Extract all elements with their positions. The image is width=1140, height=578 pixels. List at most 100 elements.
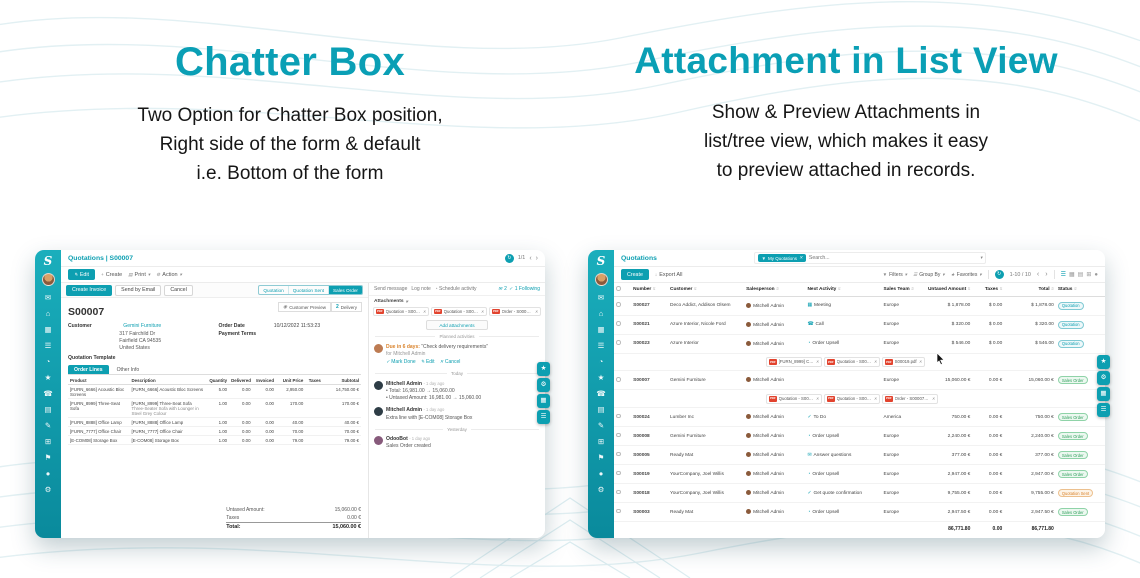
sidebar-settings-icon[interactable]: ⚙ xyxy=(597,485,605,494)
quotation-row[interactable]: S00007 Gemini Furniture Mitchell Admin E… xyxy=(614,370,1105,391)
create-button[interactable]: Create xyxy=(621,269,649,280)
create-invoice-button[interactable]: Create Invoice xyxy=(66,284,113,296)
col-description[interactable]: Description xyxy=(129,376,206,386)
col-header-total[interactable]: Total⇅ xyxy=(1004,283,1056,297)
sidebar-pivot-icon[interactable]: ⊞ xyxy=(597,437,605,446)
refresh-button[interactable]: ↻ xyxy=(994,270,1004,279)
quick-apps-button[interactable]: ▦ xyxy=(537,394,550,408)
order-line-row[interactable]: [FURN_8999] Three-Seat Sofa [FURN_8999] … xyxy=(68,398,361,419)
quick-settings-button[interactable]: ⚙ xyxy=(537,378,550,392)
quotation-row[interactable]: S00021 Azure Interior, Nicole Ford Mitch… xyxy=(614,315,1105,335)
sidebar-reports-icon[interactable]: ▤ xyxy=(44,405,52,414)
col-header-activity[interactable]: Next Activity⇅ xyxy=(805,283,882,297)
row-select-circle[interactable] xyxy=(616,432,621,438)
col-header-number[interactable]: Number⇅ xyxy=(631,283,668,297)
sidebar-home-icon[interactable]: ⌂ xyxy=(598,309,604,318)
sidebar-home-icon[interactable]: ⌂ xyxy=(45,309,51,318)
status-sales-order[interactable]: Sales Order xyxy=(327,286,362,294)
quotation-row[interactable]: S00027 Deco Addict, Addison Olsem Mitche… xyxy=(614,296,1105,316)
sidebar-reports-icon[interactable]: ▤ xyxy=(597,405,605,414)
user-avatar[interactable] xyxy=(594,273,608,286)
pager-prev-icon[interactable]: ‹ xyxy=(529,254,532,262)
row-select-circle[interactable] xyxy=(616,508,621,514)
group-by-menu[interactable]: ☰Group By▾ xyxy=(913,272,945,278)
close-icon[interactable]: ✕ xyxy=(873,359,877,365)
message-author[interactable]: OdooBot xyxy=(386,436,408,443)
close-icon[interactable]: ✕ xyxy=(873,396,877,402)
mark-done-button[interactable]: ✓ Mark Done xyxy=(386,359,416,366)
message-author[interactable]: Mitchell Admin xyxy=(386,380,423,387)
sidebar-activity-icon[interactable]: ◔ xyxy=(598,357,604,366)
row-select-circle[interactable] xyxy=(616,321,621,326)
log-note-button[interactable]: Log note xyxy=(411,286,431,292)
order-line-row[interactable]: [FURN_8888] Office Lamp [FURN_8888] Offi… xyxy=(68,417,361,428)
action-menu[interactable]: ⚙Action▾ xyxy=(156,272,182,278)
sidebar-pivot-icon[interactable]: ⊞ xyxy=(44,437,52,446)
close-icon[interactable]: ✕ xyxy=(918,359,922,365)
user-avatar[interactable] xyxy=(41,273,55,286)
select-all-circle[interactable] xyxy=(616,286,621,291)
col-subtotal[interactable]: Subtotal xyxy=(322,376,361,386)
col-header-taxes[interactable]: Taxes⇅ xyxy=(972,283,1005,297)
kanban-view-button[interactable]: ▦ xyxy=(1069,272,1075,278)
quick-settings-button[interactable]: ⚙ xyxy=(1097,371,1110,385)
status-quotation[interactable]: Quotation xyxy=(263,287,284,293)
quotation-row[interactable]: S00023 Azure Interior Mitchell Admin ◔Or… xyxy=(614,334,1105,354)
row-select-circle[interactable] xyxy=(616,489,621,495)
close-icon[interactable]: ✕ xyxy=(534,308,538,314)
quotation-row[interactable]: S00019 YourCompany, Joel Willis Mitchell… xyxy=(614,464,1105,485)
pager-next-icon[interactable]: › xyxy=(1045,271,1048,278)
close-icon[interactable]: ✕ xyxy=(931,396,935,402)
row-select-circle[interactable] xyxy=(616,470,621,476)
quick-star-button[interactable]: ★ xyxy=(537,362,550,376)
breadcrumb[interactable]: Quotations xyxy=(621,254,657,262)
col-header-team[interactable]: Sales Team⇅ xyxy=(881,283,919,297)
col-header-customer[interactable]: Customer⇅ xyxy=(667,283,745,297)
sidebar-list-icon[interactable]: ☰ xyxy=(44,341,52,350)
row-select-circle[interactable] xyxy=(616,340,621,345)
cancel-button[interactable]: Cancel xyxy=(164,284,193,296)
col-product[interactable]: Product xyxy=(68,376,130,386)
sidebar-messages-icon[interactable]: ✉ xyxy=(44,293,52,302)
row-select-circle[interactable] xyxy=(616,413,621,419)
order-line-row[interactable]: [FURN_7777] Office Chair [FURN_7777] Off… xyxy=(68,426,361,437)
sidebar-settings-icon[interactable]: ⚙ xyxy=(44,485,52,494)
order-line-row[interactable]: [FURN_6666] Acoustic Bloc Screens [FURN_… xyxy=(68,384,361,400)
customer-preview-button[interactable]: ◉Customer Preview xyxy=(278,302,331,312)
add-attachments-button[interactable]: Add attachments xyxy=(426,320,488,331)
sidebar-dot-icon[interactable]: ● xyxy=(598,469,604,478)
col-taxes[interactable]: Taxes xyxy=(305,376,323,386)
following-button[interactable]: 1 Following xyxy=(514,286,540,292)
pivot-view-button[interactable]: ⊞ xyxy=(1086,272,1092,278)
pager-next-icon[interactable]: › xyxy=(535,254,538,262)
close-icon[interactable]: ✕ xyxy=(480,308,484,314)
filter-chip[interactable]: ▼My Quotations✕ xyxy=(758,254,806,262)
edit-button[interactable]: ✎Edit xyxy=(68,269,95,280)
quotation-row[interactable]: S00003 Ready Mat Mitchell Admin ◔Order U… xyxy=(614,502,1105,523)
quotation-row[interactable]: S00018 YourCompany, Joel Willis Mitchell… xyxy=(614,483,1105,504)
sidebar-notes-icon[interactable]: ✎ xyxy=(597,421,605,430)
sidebar-favorites-icon[interactable]: ★ xyxy=(597,373,605,382)
customer-value[interactable]: Gemini Furniture xyxy=(123,323,162,329)
col-quantity[interactable]: Quantity xyxy=(205,376,230,386)
close-icon[interactable]: ✕ xyxy=(815,396,819,402)
caret-down-icon[interactable]: ▾ xyxy=(980,255,983,260)
breadcrumb[interactable]: Quotations | S00007 xyxy=(68,254,133,262)
followers-count[interactable]: 2 xyxy=(504,286,507,292)
send-by-email-button[interactable]: Send by Email xyxy=(115,284,162,296)
search-input[interactable] xyxy=(808,255,978,261)
send-message-button[interactable]: Send message xyxy=(374,286,408,292)
sidebar-list-icon[interactable]: ☰ xyxy=(597,341,605,350)
status-quotation-sent[interactable]: Quotation Sent xyxy=(287,286,328,294)
sidebar-calls-icon[interactable]: ☎ xyxy=(43,389,53,398)
row-select-circle[interactable] xyxy=(616,377,621,382)
filters-menu[interactable]: ▼Filters▾ xyxy=(883,272,907,278)
quick-menu-button[interactable]: ☰ xyxy=(1097,403,1110,417)
refresh-button[interactable]: ↻ xyxy=(504,253,514,263)
sidebar-activity-icon[interactable]: ◔ xyxy=(45,357,51,366)
